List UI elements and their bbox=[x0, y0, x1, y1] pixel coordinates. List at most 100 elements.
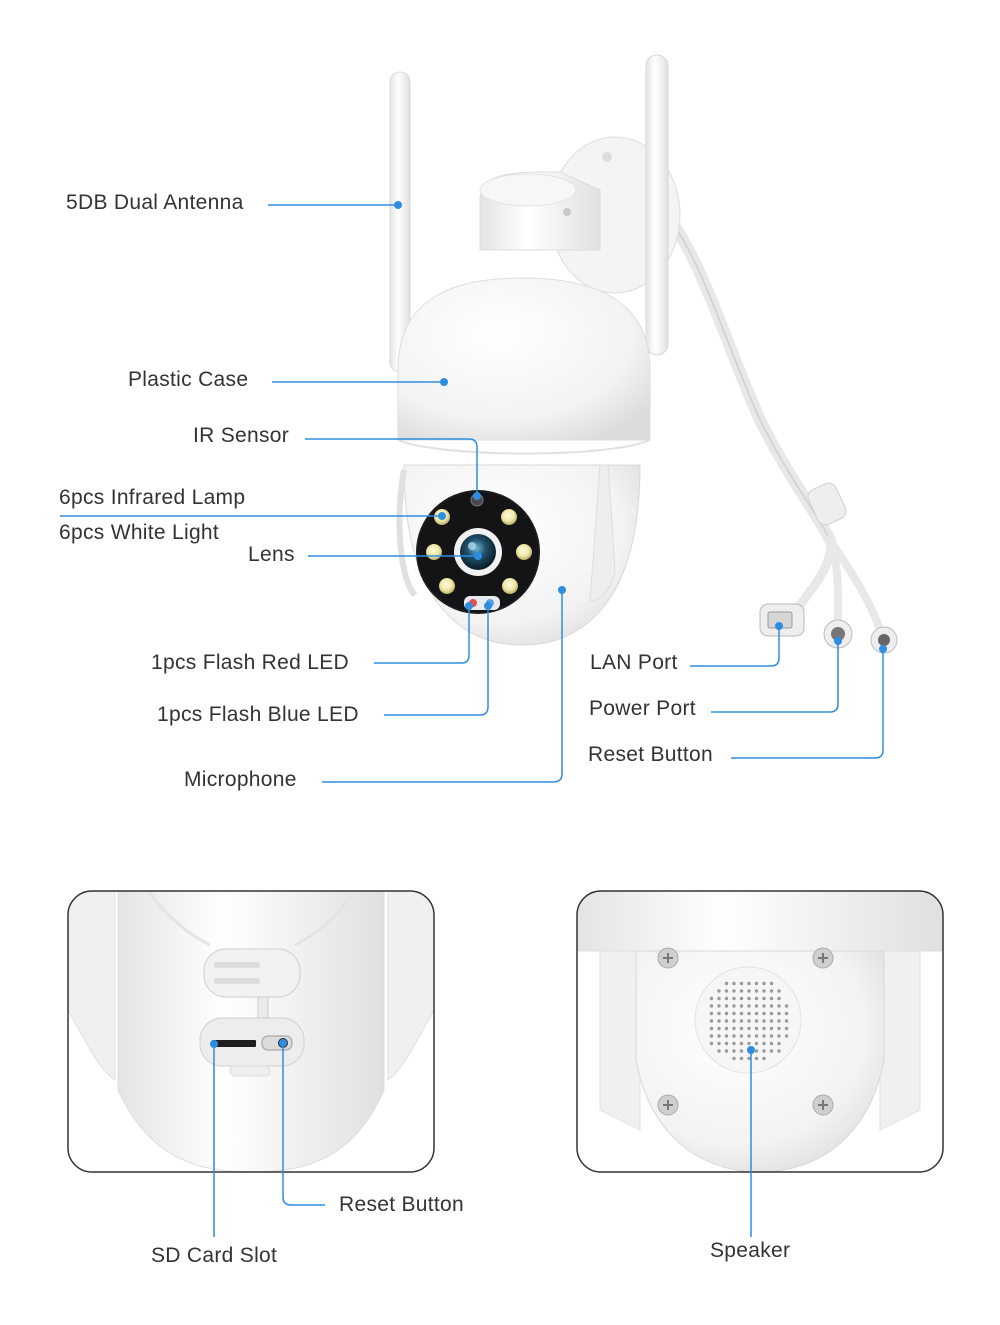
label-plastic-case: Plastic Case bbox=[128, 368, 249, 391]
grille-hole bbox=[784, 1011, 789, 1016]
grille-hole bbox=[754, 1004, 759, 1008]
grille-hole bbox=[762, 1056, 766, 1061]
label-infrared-lamp: 6pcs Infrared Lamp bbox=[59, 486, 246, 509]
grille-hole bbox=[777, 996, 781, 1001]
grille-hole bbox=[732, 981, 736, 986]
grille-hole bbox=[762, 1041, 766, 1046]
grille-hole bbox=[762, 1026, 766, 1031]
grille-hole bbox=[777, 1049, 781, 1053]
grille-hole bbox=[747, 1056, 751, 1061]
camera-face bbox=[416, 490, 540, 614]
grille-hole bbox=[762, 1011, 766, 1016]
grille-hole bbox=[747, 1034, 751, 1038]
grille-hole bbox=[784, 1034, 789, 1038]
label-lan-port: LAN Port bbox=[590, 651, 678, 674]
label-sd-card-slot: SD Card Slot bbox=[151, 1244, 278, 1267]
grille-hole bbox=[732, 989, 736, 993]
reset-connector-icon bbox=[870, 626, 898, 654]
label-ir-sensor: IR Sensor bbox=[193, 424, 290, 447]
grille-hole bbox=[717, 996, 721, 1001]
grille-hole bbox=[777, 989, 781, 993]
grille-hole bbox=[754, 1011, 759, 1016]
screw-icon bbox=[657, 947, 834, 1116]
grille-hole bbox=[732, 1011, 736, 1016]
grille-hole bbox=[739, 1019, 744, 1023]
upper-dome bbox=[397, 277, 651, 441]
label-lens: Lens bbox=[248, 543, 295, 566]
grille-hole bbox=[709, 1034, 714, 1038]
grille-hole bbox=[724, 996, 729, 1001]
grille-hole bbox=[754, 1019, 759, 1023]
power-connector-icon bbox=[823, 619, 853, 649]
grille-hole bbox=[747, 1019, 751, 1023]
grille-hole bbox=[732, 1026, 736, 1031]
grille-hole bbox=[762, 981, 766, 986]
grille-hole bbox=[762, 1049, 766, 1053]
grille-hole bbox=[747, 996, 751, 1001]
grille-hole bbox=[739, 1004, 744, 1008]
grille-hole bbox=[709, 1026, 714, 1031]
grille-hole bbox=[739, 981, 744, 986]
grille-hole bbox=[739, 1026, 744, 1031]
callout-lines bbox=[60, 204, 884, 783]
grille-hole bbox=[784, 1004, 789, 1008]
grille-hole bbox=[709, 1011, 714, 1016]
grille-hole bbox=[754, 981, 759, 986]
grille-hole bbox=[769, 1034, 774, 1038]
grille-hole bbox=[769, 981, 774, 986]
grille-hole bbox=[724, 989, 729, 993]
grille-hole bbox=[747, 1004, 751, 1008]
grille-hole bbox=[732, 1056, 736, 1061]
sd-slot-icon bbox=[212, 1040, 256, 1047]
grille-hole bbox=[762, 1034, 766, 1038]
grille-hole bbox=[717, 989, 721, 993]
grille-hole bbox=[709, 1004, 714, 1008]
grille-hole bbox=[739, 989, 744, 993]
grille-hole bbox=[739, 1056, 744, 1061]
label-blue-led: 1pcs Flash Blue LED bbox=[157, 703, 359, 726]
grille-hole bbox=[769, 1019, 774, 1023]
grille-hole bbox=[769, 1049, 774, 1053]
grille-hole bbox=[784, 1019, 789, 1023]
grille-hole bbox=[724, 1011, 729, 1016]
label-power-port: Power Port bbox=[589, 697, 696, 720]
grille-hole bbox=[769, 996, 774, 1001]
label-microphone: Microphone bbox=[184, 768, 297, 791]
grille-hole bbox=[717, 1004, 721, 1008]
cable bbox=[649, 194, 836, 546]
grille-hole bbox=[732, 1049, 736, 1053]
camera-main bbox=[389, 54, 898, 654]
callout-dots bbox=[394, 201, 887, 653]
callout-lines-bottom bbox=[213, 1043, 752, 1237]
grille-hole bbox=[769, 1026, 774, 1031]
grille-hole bbox=[777, 1026, 781, 1031]
grille-hole bbox=[709, 1041, 714, 1046]
label-speaker: Speaker bbox=[710, 1239, 791, 1262]
grille-hole bbox=[769, 1004, 774, 1008]
grille-hole bbox=[724, 981, 729, 986]
grille-hole bbox=[717, 1049, 721, 1053]
grille-hole bbox=[762, 1004, 766, 1008]
grille-hole bbox=[732, 1019, 736, 1023]
grille-hole bbox=[754, 996, 759, 1001]
grille-hole bbox=[732, 1041, 736, 1046]
grille-hole bbox=[754, 1041, 759, 1046]
grille-hole bbox=[747, 1026, 751, 1031]
grille-hole bbox=[747, 1011, 751, 1016]
lan-connector-icon bbox=[759, 603, 805, 637]
grille-hole bbox=[784, 1026, 789, 1031]
label-reset-button-bottom: Reset Button bbox=[339, 1193, 465, 1216]
grille-hole bbox=[724, 1026, 729, 1031]
led-icon bbox=[426, 509, 532, 594]
grille-hole bbox=[769, 989, 774, 993]
grille-hole bbox=[769, 1011, 774, 1016]
grille-hole bbox=[717, 1026, 721, 1031]
grille-hole bbox=[769, 1041, 774, 1046]
grille-hole bbox=[717, 1041, 721, 1046]
grille-hole bbox=[724, 1049, 729, 1053]
grille-hole bbox=[777, 1041, 781, 1046]
grille-hole bbox=[777, 1019, 781, 1023]
grille-hole bbox=[754, 1056, 759, 1061]
